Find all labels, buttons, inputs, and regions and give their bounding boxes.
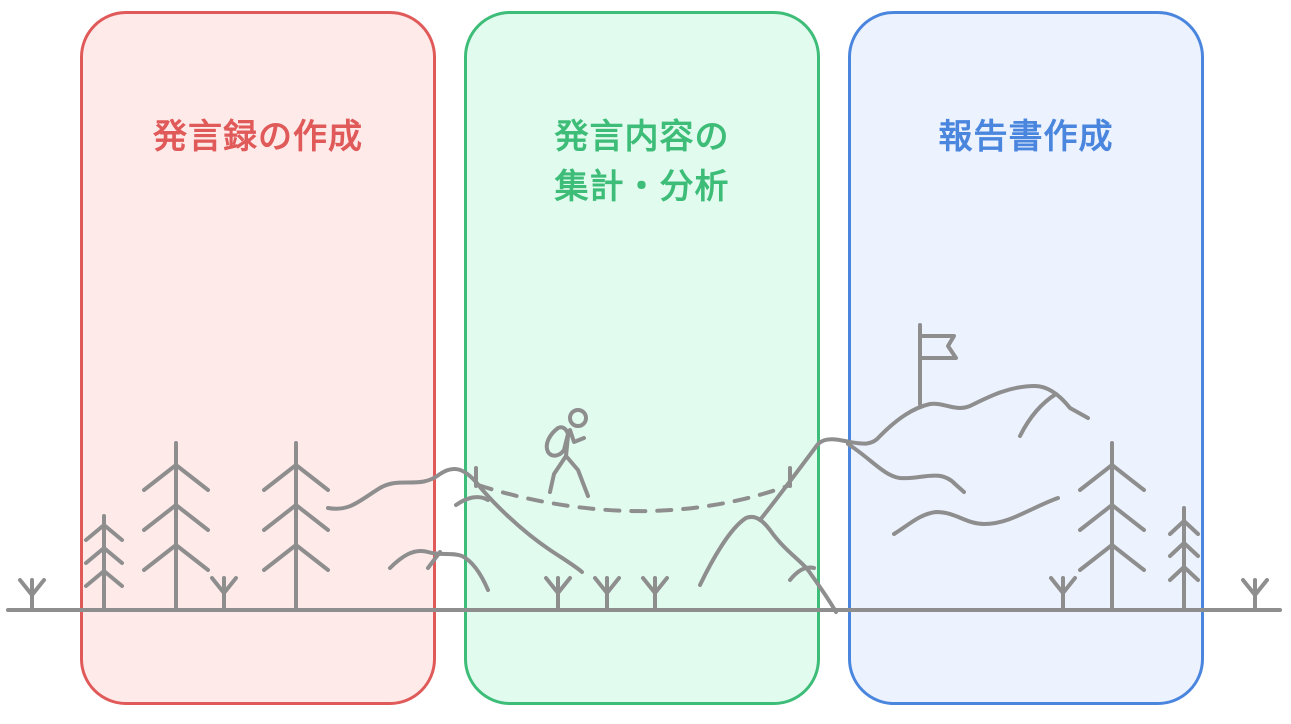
phase-title-minutes: 発言録の作成 <box>83 112 433 162</box>
phase-title-line: 報告書作成 <box>938 117 1114 157</box>
phase-title-report: 報告書作成 <box>851 112 1201 162</box>
phase-title-line: 発言録の作成 <box>153 117 363 157</box>
phase-title-line: 集計・分析 <box>554 167 730 207</box>
phase-title-line: 発言内容の <box>554 117 730 157</box>
grass-icon <box>18 578 46 610</box>
phase-title-analysis: 発言内容の 集計・分析 <box>467 112 817 212</box>
phase-card-report: 報告書作成 <box>848 11 1204 705</box>
grass-icon <box>1241 578 1269 610</box>
phase-card-minutes: 発言録の作成 <box>80 11 436 705</box>
phase-card-analysis: 発言内容の 集計・分析 <box>464 11 820 705</box>
